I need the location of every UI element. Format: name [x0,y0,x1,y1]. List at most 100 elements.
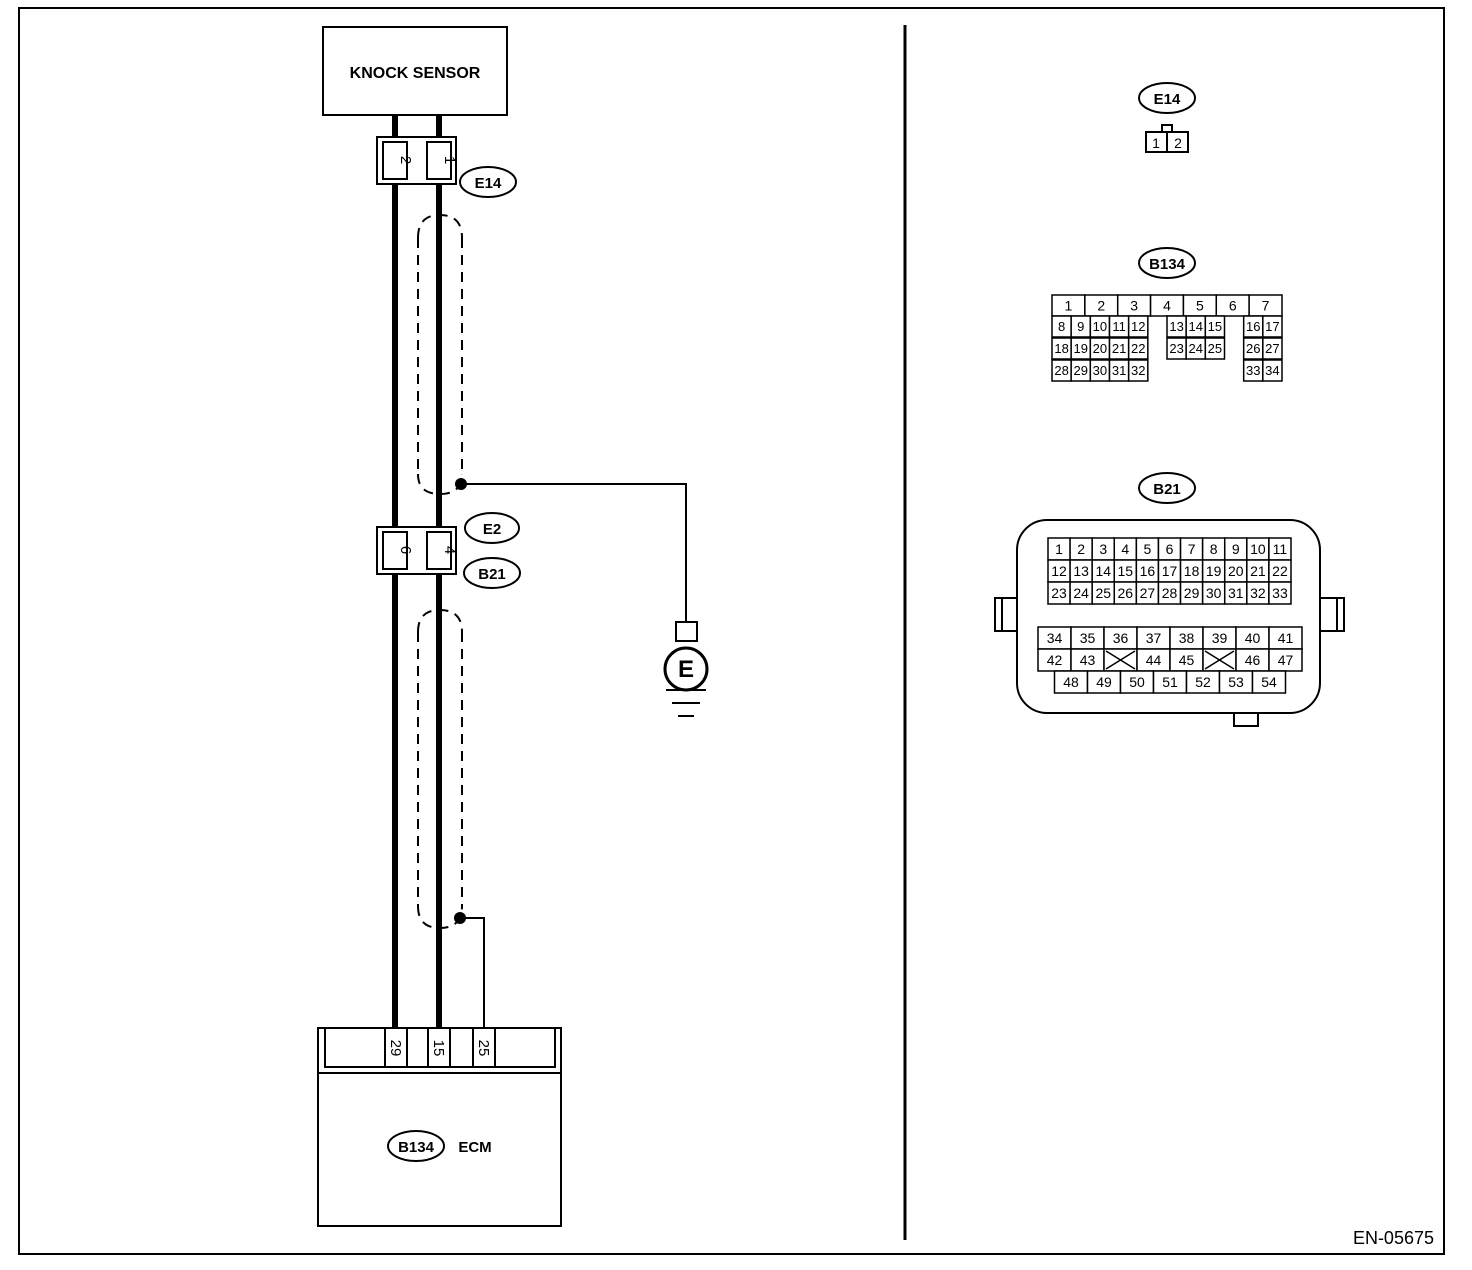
pin-number: 48 [1063,674,1079,690]
pin-number: 21 [1112,341,1126,356]
pin-number: 29 [1184,585,1200,601]
pin-number: 2 [1077,541,1085,557]
pin-cell: 18 [1179,559,1204,583]
tag-e2: E2 [464,512,520,544]
pin-cell: 13 [1069,559,1093,583]
pin-cell: 15 [1113,559,1138,583]
pin-cell: 10 [1089,315,1111,338]
pin-number: 14 [1189,319,1203,334]
pin-number: 2 [1097,298,1105,314]
pin-cell: 8 [1201,537,1226,561]
pin-cell: 4 [1149,294,1185,317]
pin-cell: 21 [1108,337,1130,360]
tag-b134-label: B134 [398,1139,435,1156]
ground-label: E [678,656,694,683]
pin-number: 5 [1196,298,1204,314]
ground-icon: E [663,621,709,717]
pin-number: 19 [1206,563,1222,579]
pin-cell: 9 [1070,315,1092,338]
pin-cell: 10 [1246,537,1270,561]
pin-number: 42 [1047,652,1063,668]
pin-cell [1202,648,1237,672]
pin-number: 7 [1188,541,1196,557]
pin-cell: 49 [1086,670,1122,694]
pin-cell: 31 [1108,359,1130,382]
pin-cell: 32 [1127,359,1149,382]
pin-cell: 1 [1051,294,1086,317]
pin-number: 1 [1065,298,1073,314]
pin-number: 10 [1093,319,1107,334]
pin-number: 15 [1208,319,1222,334]
figure-id: EN-05675 [1353,1228,1434,1248]
pin-cell: 6 [1157,537,1182,561]
pin-cell: 40 [1235,626,1270,650]
pin-cell: 3 [1116,294,1152,317]
e14-view-tag: E14 [1154,91,1181,108]
pin-cell: 39 [1202,626,1237,650]
knock-sensor-label: KNOCK SENSOR [350,65,481,82]
pin-cell: 11 [1108,315,1130,338]
pin-number: 28 [1054,363,1068,378]
pin-number: 27 [1140,585,1156,601]
e2-pin-left: 6 [397,546,414,554]
pin-number: 16 [1140,563,1156,579]
pin-number: 25 [1095,585,1111,601]
pin-cell: 54 [1251,670,1287,694]
pin-number: 6 [1229,298,1237,314]
tag-e14: E14 [459,166,517,198]
pin-cell: 1 [1047,537,1071,561]
pin-cell: 33 [1242,359,1264,382]
pin-cell: 5 [1182,294,1218,317]
pin-cell: 18 [1051,337,1072,360]
e2-pin-right: 4 [441,546,458,554]
pin-number: 31 [1112,363,1126,378]
pin-number: 27 [1265,341,1279,356]
pin-number: 24 [1189,341,1203,356]
pin-number: 6 [1166,541,1174,557]
pin-number: 34 [1047,630,1063,646]
pin-number: 17 [1265,319,1279,334]
pin-number: 15 [1118,563,1134,579]
pin-cell: 16 [1242,315,1264,338]
pin-cell: 31 [1223,581,1248,605]
pin-number: 3 [1130,298,1138,314]
pin-cell: 2 [1084,294,1119,317]
pin-cell: 35 [1070,626,1105,650]
pin-cell: 22 [1127,337,1149,360]
pin-number: 25 [1208,341,1222,356]
pin-cell: 50 [1119,670,1155,694]
pin-number: 13 [1169,319,1183,334]
e14-view-pin-1: 1 [1152,135,1160,151]
pin-cell: 28 [1157,581,1182,605]
knock-sensor: KNOCK SENSOR [322,26,508,116]
pin-cell: 38 [1169,626,1204,650]
pin-number: 23 [1051,585,1067,601]
pin-cell: 20 [1089,337,1111,360]
pin-number: 24 [1073,585,1089,601]
pin-cell: 27 [1135,581,1160,605]
pin-number: 37 [1146,630,1162,646]
pin-number: 53 [1228,674,1244,690]
pin-cell: 33 [1268,581,1292,605]
pin-cell: 43 [1070,648,1105,672]
pin-cell: 47 [1268,648,1303,672]
b21-view-tag: B21 [1153,481,1181,498]
tag-b21: B21 [463,557,521,589]
pin-number: 5 [1144,541,1152,557]
pin-cell: 27 [1262,337,1283,360]
pin-number: 32 [1131,363,1145,378]
pin-cell: 46 [1235,648,1270,672]
pin-cell: 34 [1262,359,1283,382]
ecm-label: ECM [458,1139,491,1156]
ecm: 29 15 25 B134 ECM [317,1027,562,1227]
pin-number: 4 [1121,541,1129,557]
pin-number: 33 [1272,585,1288,601]
pin-number: 51 [1162,674,1178,690]
pin-cell: 32 [1246,581,1270,605]
pin-cell: 24 [1185,337,1207,360]
tag-e14-label: E14 [475,175,502,192]
pin-cell: 23 [1166,337,1187,360]
